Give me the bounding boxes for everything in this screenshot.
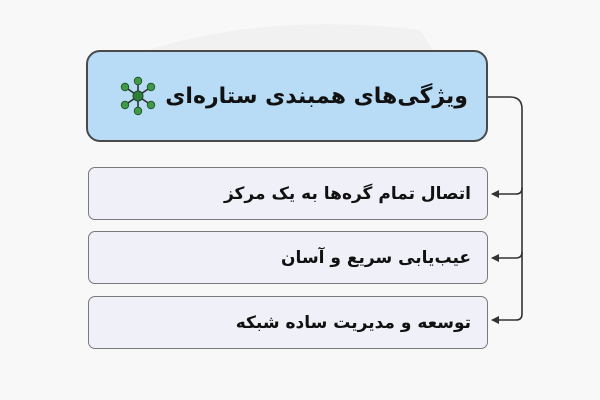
- feature-item-3: توسعه و مدیریت ساده شبکه: [88, 296, 488, 349]
- connector-to-item-1: [491, 187, 523, 198]
- connector-to-item-2: [491, 251, 523, 262]
- diagram-title: ویژگی‌های همبندی ستاره‌ای: [165, 83, 468, 109]
- star-topology-icon: [121, 76, 156, 116]
- feature-item-3-label: توسعه و مدیریت ساده شبکه: [235, 312, 471, 333]
- title-row: ویژگی‌های همبندی ستاره‌ای: [117, 75, 468, 117]
- feature-item-2: عیب‌یابی سریع و آسان: [88, 231, 488, 284]
- feature-item-1: اتصال تمام گره‌ها به یک مرکز: [88, 167, 488, 220]
- title-box: ویژگی‌های همبندی ستاره‌ای: [86, 50, 488, 142]
- feature-item-1-label: اتصال تمام گره‌ها به یک مرکز: [223, 183, 471, 204]
- connector-title-to-items: [488, 96, 523, 324]
- feature-item-2-label: عیب‌یابی سریع و آسان: [281, 247, 471, 268]
